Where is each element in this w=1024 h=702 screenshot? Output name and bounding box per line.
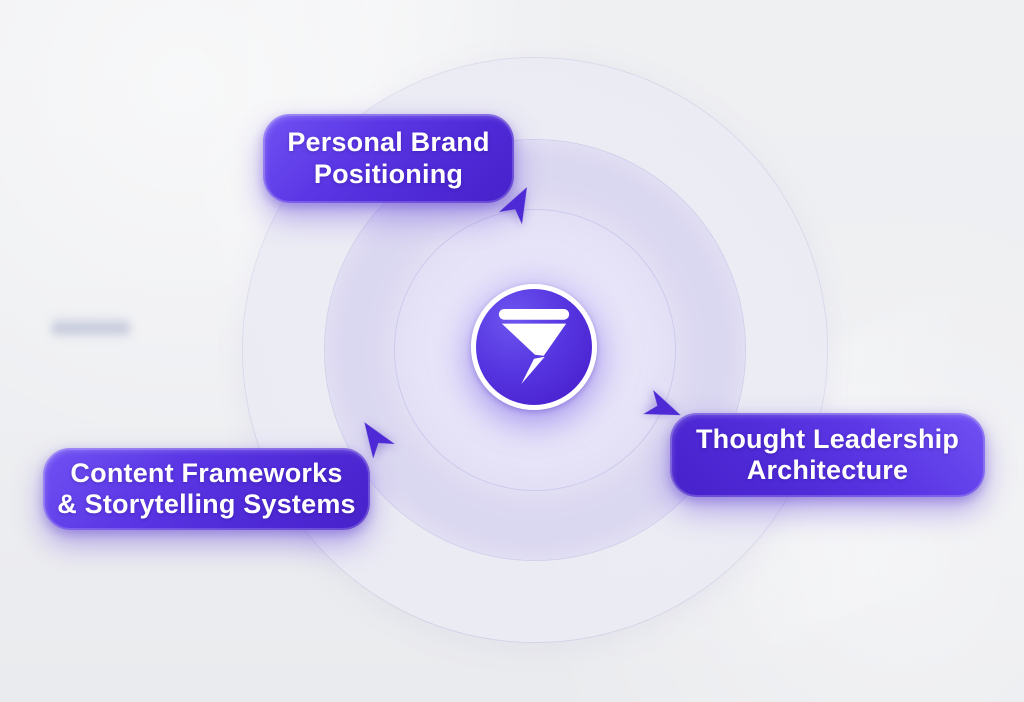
cycle-arrow-left-icon [364,422,395,459]
node-thought-leadership-architecture: Thought Leadership Architecture [670,413,985,497]
cycle-arrow-top-icon [499,187,527,225]
node-content-frameworks-storytelling: Content Frameworks & Storytelling System… [43,448,370,530]
node-label-line-2: Architecture [746,455,909,485]
node-label-line-2: Positioning [313,158,464,189]
center-badge [471,284,597,410]
node-personal-brand-positioning: Personal Brand Positioning [263,114,514,203]
node-label-line-1: Content Frameworks [70,457,343,488]
node-label-line-1: Personal Brand [287,127,490,158]
funnel-icon [498,308,570,385]
node-label-line-1: Thought Leadership [695,423,960,454]
cycle-arrow-right-icon [643,389,681,416]
motion-blur-artifact [52,314,130,344]
node-label-line-2: & Storytelling Systems [57,489,356,519]
